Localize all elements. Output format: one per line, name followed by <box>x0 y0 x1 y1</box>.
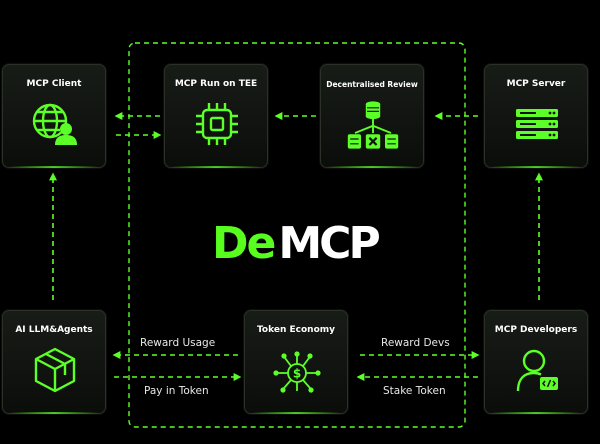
node-title: MCP Developers <box>494 325 578 335</box>
node-title: MCP Server <box>506 79 566 89</box>
node-mcp-run-on-tee: MCP Run on TEE <box>164 64 268 168</box>
edge-label-reward-devs: Reward Devs <box>381 337 450 349</box>
node-title: Decentralised Review <box>326 80 418 89</box>
node-title: MCP Run on TEE <box>174 79 258 89</box>
node-decentralised-review: Decentralised Review <box>320 64 424 168</box>
node-ai-llm-agents: AI LLM&Agents <box>2 310 106 414</box>
database-network-icon <box>347 101 399 149</box>
edge-label-stake-token: Stake Token <box>383 385 446 397</box>
node-title: MCP Client <box>26 79 82 89</box>
logo-suffix: MCP <box>278 218 380 269</box>
logo-prefix: De <box>212 218 276 269</box>
server-rack-icon <box>516 109 558 139</box>
demcp-logo: De MCP <box>212 216 381 269</box>
node-mcp-client: MCP Client <box>2 64 106 168</box>
node-token-economy: Token Economy $ <box>244 310 348 414</box>
globe-user-icon <box>32 103 77 145</box>
edge-label-reward-usage: Reward Usage <box>140 337 216 349</box>
developer-user-icon <box>516 349 558 392</box>
edge-label-pay-in-token: Pay in Token <box>144 385 209 397</box>
coin-network-icon: $ <box>273 351 321 393</box>
node-mcp-server: MCP Server <box>484 64 588 168</box>
tee-boundary-frame <box>128 42 466 428</box>
svg-text:$: $ <box>293 367 301 381</box>
node-title: Token Economy <box>256 325 336 335</box>
node-mcp-developers: MCP Developers <box>484 310 588 414</box>
chip-icon <box>196 103 238 145</box>
cube-icon <box>34 347 76 393</box>
node-title: AI LLM&Agents <box>15 325 93 335</box>
